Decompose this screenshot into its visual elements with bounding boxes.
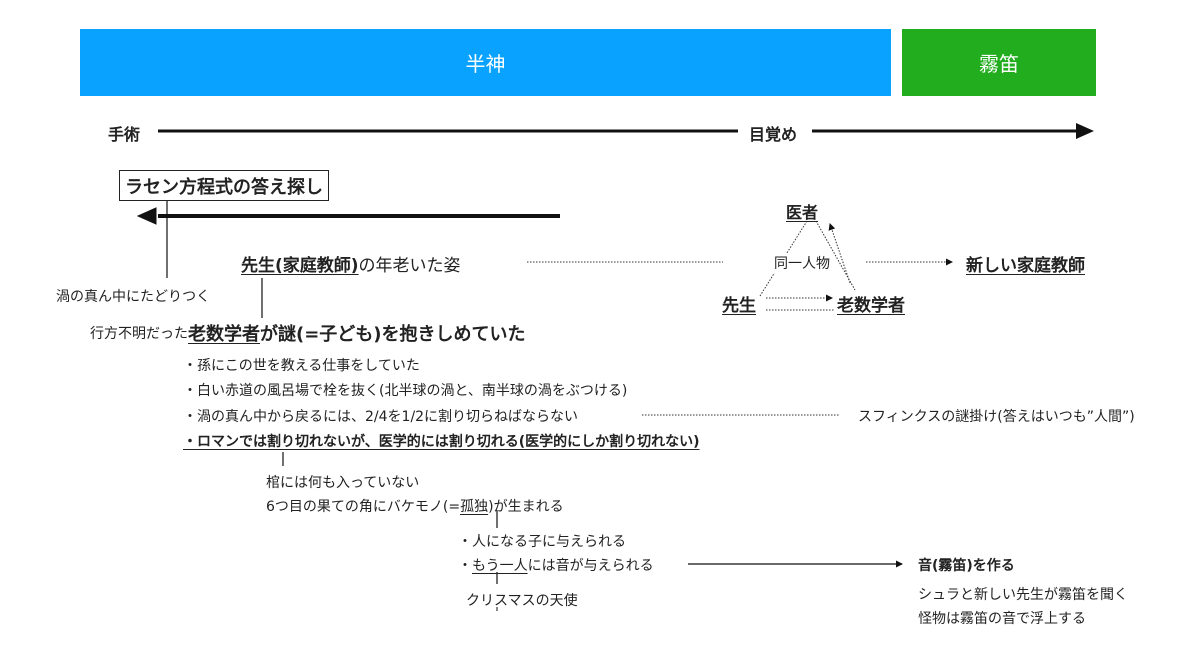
missing-math-row: 行方不明だった老数学者が謎(=子ども)を抱きしめていた — [90, 320, 526, 346]
monster-row: 6つ目の果ての角にバケモノ(=孤独)が生まれる — [266, 496, 564, 516]
another-person-word: もう一人 — [472, 558, 528, 574]
sub-bullet-other-suffix: には音が与えられる — [527, 558, 654, 574]
tri-doctor-math — [815, 220, 856, 291]
band-hanshin: 半神 — [80, 29, 891, 96]
angel-text: クリスマスの天使 — [466, 593, 578, 609]
monster-prefix: 6つ目の果ての角にバケモノ(= — [266, 499, 461, 515]
sub-bullet-child: ・人になる子に与えられる — [458, 534, 626, 550]
bullet-4: ・ロマンでは割り切れないが、医学的には割り切れる(医学的にしか割り切れない) — [183, 434, 700, 450]
monster-word: 孤独 — [460, 499, 489, 515]
new-tutor-label: 新しい家庭教師 — [966, 256, 1085, 276]
sphinx-note: スフィンクスの謎掛け(答えはいつも”人間”) — [858, 409, 1135, 425]
tri-teacher-label: 先生 — [722, 296, 756, 316]
sub-bullet-other: ・もう一人には音が与えられる — [458, 555, 654, 575]
missing-name: 老数学者 — [188, 324, 260, 345]
missing-prefix: 行方不明だった — [90, 326, 188, 342]
right-line-2: 怪物は霧笛の音で浮上する — [918, 611, 1086, 627]
sub-bullet-dot: ・ — [458, 558, 472, 574]
timeline-arrow-head — [1076, 123, 1094, 139]
right-line-1: シュラと新しい先生が霧笛を聞く — [918, 587, 1128, 603]
missing-suffix: が謎(=子ども)を抱きしめていた — [260, 324, 526, 345]
tri-old-math-label: 老数学者 — [837, 296, 905, 316]
teacher-older-row: 先生(家庭教師)の年老いた姿 — [241, 251, 461, 276]
make-sound-label: 音(霧笛)を作る — [918, 558, 1015, 574]
bullet-3: ・渦の真ん中から戻るには、2/4を1/2に割り切らねばならない — [183, 409, 579, 425]
band-kiriteki-label: 霧笛 — [979, 52, 1019, 76]
teacher-tutor-term: 先生(家庭教師) — [241, 256, 359, 276]
teacher-older-suffix: の年老いた姿 — [358, 256, 461, 276]
bullet-2: ・白い赤道の風呂場で栓を抜く(北半球の渦と、南半球の渦をぶつける) — [183, 383, 628, 399]
bullet-1: ・孫にこの世を教える仕事をしていた — [183, 358, 420, 374]
coffin-text: 棺には何も入っていない — [266, 475, 420, 491]
arrive-center-text: 渦の真ん中にたどりつく — [56, 289, 211, 305]
boxed-title: ラセン方程式の答え探し — [119, 170, 329, 201]
monster-suffix: )が生まれる — [488, 499, 564, 515]
doctor-label: 医者 — [786, 203, 819, 222]
same-person-label: 同一人物 — [772, 253, 832, 273]
back-arrow-head — [136, 207, 157, 225]
band-kiriteki: 霧笛 — [902, 29, 1096, 96]
tri-math-doctor-arrow — [828, 223, 851, 284]
timeline-start-label: 手術 — [108, 125, 141, 144]
band-hanshin-label: 半神 — [465, 52, 506, 76]
timeline-mid-label: 目覚め — [747, 121, 800, 145]
